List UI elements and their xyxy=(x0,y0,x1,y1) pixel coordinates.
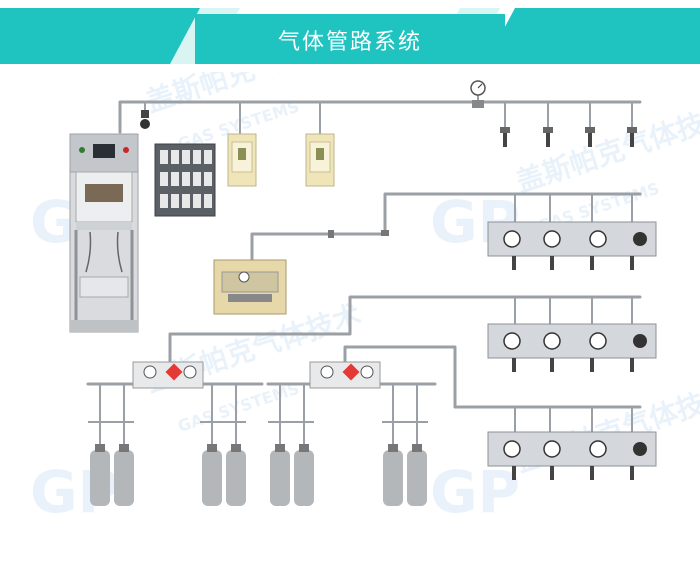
inline-valves xyxy=(140,110,389,238)
manifold-panel-left xyxy=(132,361,204,389)
cylinder xyxy=(383,444,403,506)
branch-pipe-2 xyxy=(168,295,642,364)
gas-piping-diagram: GP GP GP GP 盖斯帕克气体技术 盖斯帕克气体技术 盖斯帕克气体技术 盖… xyxy=(30,72,700,526)
page-title: 气体管路系统 xyxy=(277,30,422,55)
alarm-control-panel xyxy=(154,143,216,217)
cylinder xyxy=(202,444,222,506)
gas-detector-cabinet-2 xyxy=(305,133,335,187)
cylinder xyxy=(114,444,134,506)
gas-detector-cabinet-1 xyxy=(227,133,257,187)
branch-pipe-3 xyxy=(343,345,642,409)
cylinder xyxy=(90,444,110,506)
cylinder xyxy=(270,444,290,506)
main-header-pipe xyxy=(118,100,642,134)
watermark-logo-4: GP xyxy=(430,458,520,526)
watermark-cn-2: 盖斯帕克气体技术 xyxy=(512,98,700,199)
cylinder xyxy=(294,444,314,506)
banner-left-accent xyxy=(0,8,215,64)
banner-center xyxy=(195,14,505,64)
regulator-panel-row-3 xyxy=(487,431,657,480)
regulator-panel-row-2 xyxy=(487,323,657,372)
main-line-gauge xyxy=(470,80,486,108)
gas-cabinet xyxy=(69,133,139,333)
gas-cylinders xyxy=(90,444,427,506)
manifold-panel-right xyxy=(309,361,381,389)
switchover-panel xyxy=(213,259,287,315)
pipe-network xyxy=(86,100,642,444)
cylinder xyxy=(407,444,427,506)
header-banner xyxy=(0,0,700,72)
top-drop-valves xyxy=(500,127,637,147)
cylinder xyxy=(226,444,246,506)
regulator-panel-row-1 xyxy=(487,221,657,270)
banner-right-accent xyxy=(485,8,700,64)
